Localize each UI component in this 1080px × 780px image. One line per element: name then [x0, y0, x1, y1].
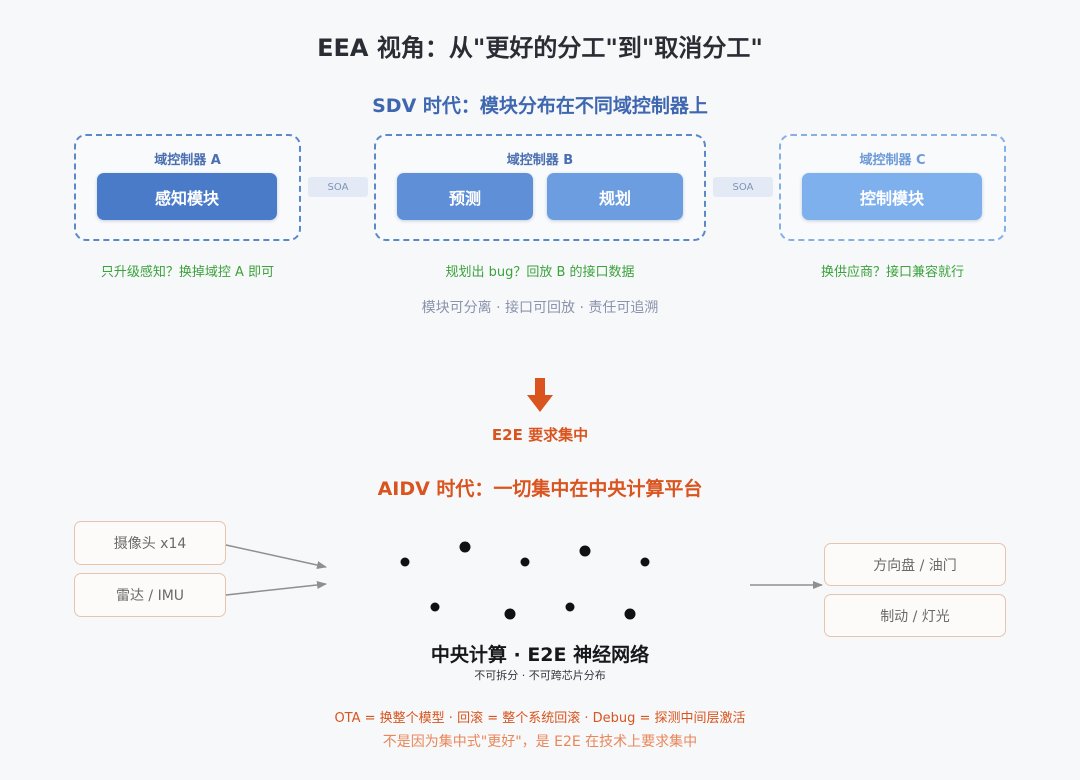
domain-controller-b: 域控制器 B 预测 规划 [374, 134, 706, 241]
planning-module: 规划 [547, 173, 683, 220]
radar-to-central-arrow [225, 581, 327, 596]
page-title: EEA 视角：从"更好的分工"到"取消分工" [317, 34, 763, 62]
domain-controller-c: 域控制器 C 控制模块 [779, 134, 1006, 241]
domain-b-note: 规划出 bug？回放 B 的接口数据 [445, 265, 635, 280]
domain-controller-b-label: 域控制器 B [506, 153, 574, 168]
neural-network-nodes [400, 541, 650, 620]
nn-node [504, 608, 516, 620]
domain-controller-a: 域控制器 A 感知模块 [74, 134, 301, 241]
central-compute-subtitle: 不可拆分 · 不可跨芯片分布 [474, 669, 606, 682]
nn-node [520, 557, 530, 567]
domain-c-note: 换供应商？接口兼容就行 [820, 265, 964, 280]
nn-node [430, 602, 440, 612]
down-arrow-icon [527, 378, 553, 412]
control-module: 控制模块 [802, 173, 982, 220]
prediction-module: 预测 [397, 173, 533, 220]
nn-node [459, 541, 471, 553]
nn-node [565, 602, 575, 612]
sdv-section-title: SDV 时代：模块分布在不同域控制器上 [372, 95, 708, 117]
perception-module: 感知模块 [97, 173, 277, 220]
soa-link-b-c: SOA [713, 177, 773, 197]
aidv-flow-diagram [225, 541, 823, 620]
input-camera: 摄像头 x14 [74, 521, 226, 565]
camera-to-central-arrow [225, 544, 327, 569]
central-compute-title: 中央计算 · E2E 神经网络 [430, 644, 650, 666]
nn-node [640, 557, 650, 567]
input-radar-imu: 雷达 / IMU [74, 573, 226, 617]
soa-link-a-b: SOA [308, 177, 368, 197]
nn-node [579, 545, 591, 557]
aidv-conclusion: 不是因为集中式"更好"，是 E2E 在技术上要求集中 [382, 734, 698, 750]
transition-label: E2E 要求集中 [491, 426, 589, 444]
aidv-section-title: AIDV 时代：一切集中在中央计算平台 [377, 478, 703, 500]
nn-node [624, 608, 636, 620]
domain-controller-c-label: 域控制器 C [859, 153, 926, 168]
nn-node [400, 557, 410, 567]
output-steering-throttle: 方向盘 / 油门 [824, 543, 1006, 586]
domain-controller-a-label: 域控制器 A [154, 153, 221, 168]
output-brake-lights: 制动 / 灯光 [824, 594, 1006, 637]
aidv-footnote: OTA = 换整个模型 · 回滚 = 整个系统回滚 · Debug = 探测中间… [334, 711, 746, 726]
domain-a-note: 只升级感知？换掉域控 A 即可 [100, 265, 275, 280]
sdv-summary: 模块可分离 · 接口可回放 · 责任可追溯 [421, 300, 659, 316]
